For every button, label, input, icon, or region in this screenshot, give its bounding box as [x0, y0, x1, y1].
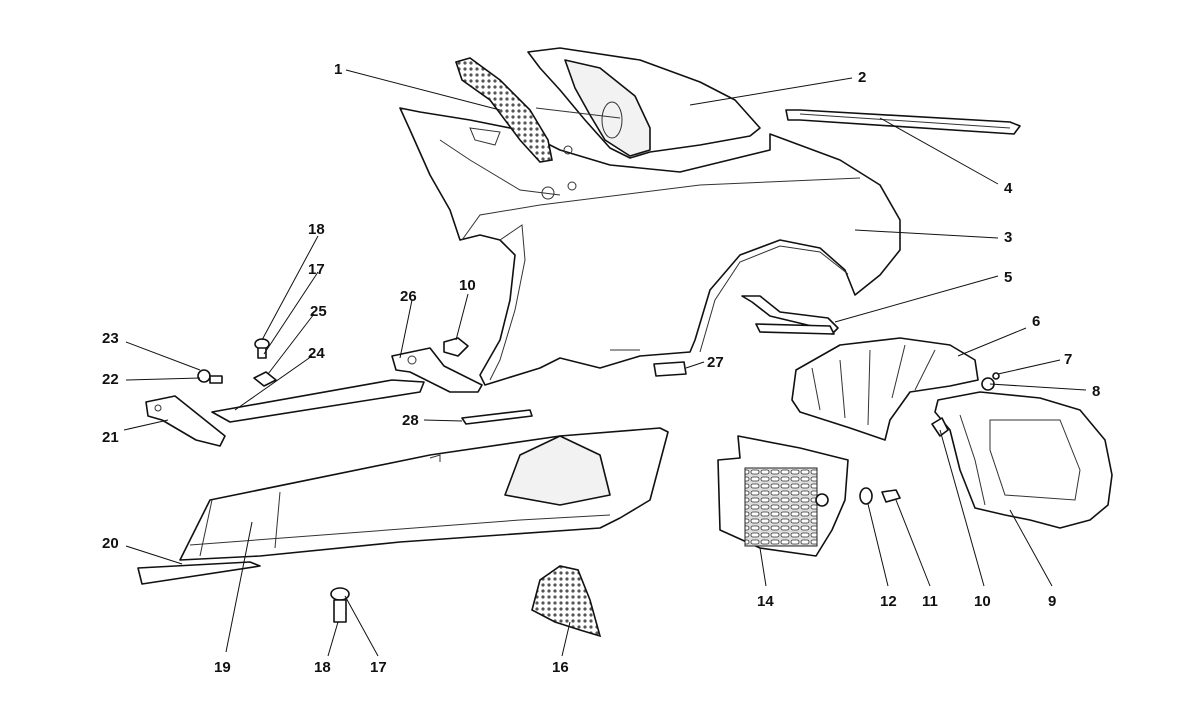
callout-10-upper: 10	[459, 277, 476, 294]
screw-17-upper	[254, 338, 270, 359]
bolt-11	[881, 489, 901, 503]
callout-17-lower: 17	[370, 659, 387, 676]
callout-14: 14	[757, 593, 774, 610]
side-grille-panel	[717, 435, 849, 557]
callout-3: 3	[1004, 229, 1012, 246]
callout-23: 23	[102, 330, 119, 347]
strip-24	[211, 379, 425, 423]
callout-28: 28	[402, 412, 419, 429]
side-sill-panel	[179, 427, 669, 561]
callout-17-upper: 17	[308, 261, 325, 278]
wheel-arch-liner-lower	[934, 391, 1113, 529]
trim-strip	[785, 109, 1021, 135]
callout-5: 5	[1004, 269, 1012, 286]
callout-22: 22	[102, 371, 119, 388]
clip-10-upper	[443, 337, 469, 357]
leader-lines	[123, 69, 1087, 657]
washer-12	[859, 487, 873, 505]
screw-18-lower	[330, 587, 350, 623]
callout-27: 27	[707, 354, 724, 371]
strip-28	[461, 409, 533, 425]
callout-24: 24	[308, 345, 325, 362]
plate-27	[653, 361, 687, 377]
callout-18-lower: 18	[314, 659, 331, 676]
upper-mesh-grille	[454, 57, 553, 163]
wheel-arch-liner-upper	[791, 337, 979, 441]
callout-8: 8	[1092, 383, 1100, 400]
callout-12: 12	[880, 593, 897, 610]
engine-cover	[527, 47, 761, 159]
callout-4: 4	[1004, 180, 1013, 197]
lower-mesh-grille	[531, 565, 602, 638]
callout-2: 2	[858, 69, 866, 86]
callout-20: 20	[102, 535, 119, 552]
bolt-22	[197, 369, 223, 384]
callout-16: 16	[552, 659, 569, 676]
sill-strip	[137, 561, 261, 585]
callout-9: 9	[1048, 593, 1056, 610]
callout-6: 6	[1032, 313, 1040, 330]
callout-1: 1	[334, 61, 342, 78]
callout-7: 7	[1064, 351, 1072, 368]
nut-25	[253, 371, 277, 387]
screw-7	[981, 372, 1000, 391]
bracket-26	[391, 347, 483, 393]
bracket-21	[145, 395, 226, 447]
callout-25: 25	[310, 303, 327, 320]
callout-18-upper: 18	[308, 221, 325, 238]
callout-21: 21	[102, 429, 119, 446]
clip-10-lower	[931, 417, 949, 437]
callout-10-lower: 10	[974, 593, 991, 610]
bracket-5	[741, 295, 839, 335]
callout-11: 11	[922, 593, 938, 610]
rear-quarter-panel	[399, 107, 901, 386]
callout-19: 19	[214, 659, 231, 676]
callout-26: 26	[400, 288, 417, 305]
